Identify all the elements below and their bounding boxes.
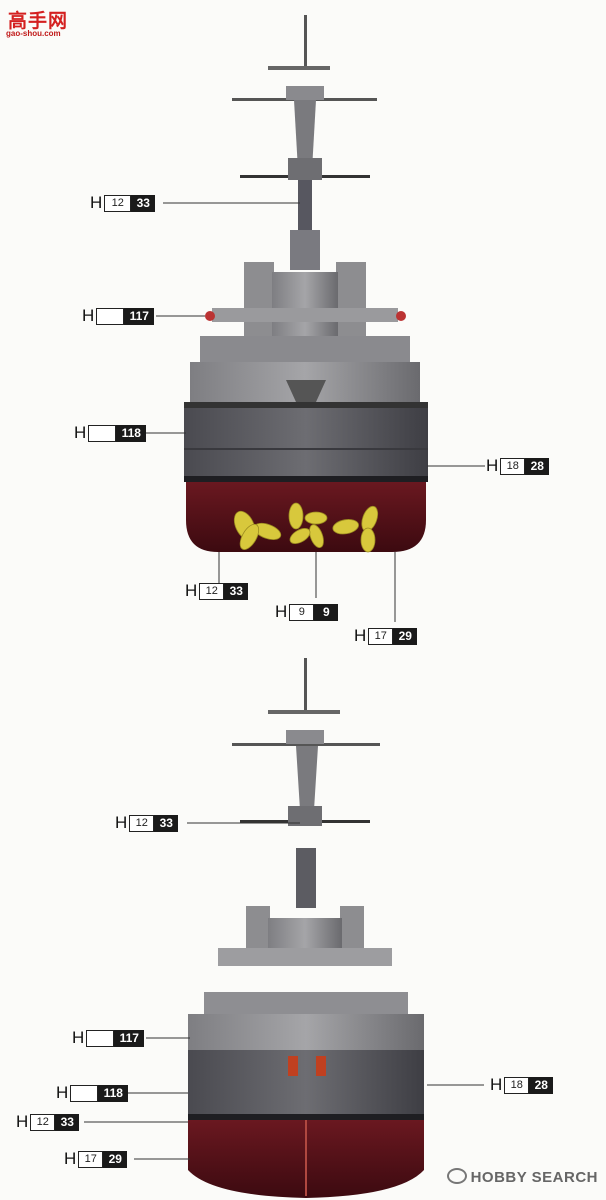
color-callout: H 118 bbox=[56, 1083, 129, 1102]
bow-view-ship bbox=[146, 15, 485, 622]
color-callout: H 18 28 bbox=[486, 456, 550, 475]
stern-view-ship bbox=[84, 658, 484, 1198]
color-callout: H 118 bbox=[74, 423, 147, 442]
color-callout: H 12 33 bbox=[185, 581, 249, 600]
color-callout: H 12 33 bbox=[16, 1112, 80, 1131]
watermark-site-name: 高手网 bbox=[8, 10, 69, 32]
color-callout: H 9 9 bbox=[275, 602, 339, 621]
color-callout: H 117 bbox=[72, 1028, 145, 1047]
hobby-search-label: HOBBY SEARCH bbox=[470, 1169, 598, 1186]
color-callout: H 12 33 bbox=[90, 193, 156, 212]
color-callout: H 17 29 bbox=[354, 626, 418, 645]
color-callout: H 12 33 bbox=[115, 813, 179, 832]
hobby-search-credit: HOBBY SEARCH bbox=[446, 1168, 598, 1186]
watermark-logo: 高手网 gao-shou.com bbox=[6, 6, 74, 40]
color-callout: H 117 bbox=[82, 306, 155, 325]
hobby-search-logo-icon bbox=[446, 1168, 467, 1184]
watermark-site-url: gao-shou.com bbox=[6, 29, 61, 38]
color-callout: H 17 29 bbox=[64, 1149, 128, 1168]
color-callout: H 18 28 bbox=[490, 1075, 554, 1094]
